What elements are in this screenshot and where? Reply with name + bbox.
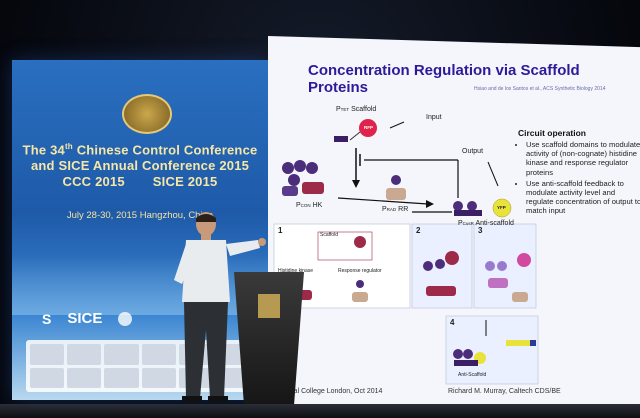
label-response-regulator: Response regulator [338, 268, 382, 274]
yfp-icon [492, 198, 512, 218]
panel-4-number: 4 [450, 318, 455, 327]
conference-logo [122, 94, 172, 134]
banner-title-line1: The 34th Chinese Control Conference [22, 142, 258, 158]
label-rfp: RFP [364, 125, 373, 130]
response-regulator-icon [386, 175, 406, 200]
label-anti-scaffold: PCusR Anti-scaffold [458, 220, 514, 227]
panel-2-number: 2 [416, 226, 421, 235]
speaker-figure [174, 212, 266, 402]
scaffold-diagram [273, 119, 539, 385]
sponsor-logo-icon [104, 367, 139, 388]
sponsor-logo-icon: S [42, 310, 52, 327]
projected-slide: Concentration Regulation via Scaffold Pr… [268, 36, 640, 406]
label-histidine-kinase: Histidine kinase [278, 268, 314, 274]
bullet-item: Use anti-scaffold feedback to modulate a… [526, 179, 640, 216]
sponsor-logo-icon [30, 344, 65, 365]
slide-footer-author: Richard M. Murray, Caltech CDS/BE [448, 388, 561, 395]
anti-scaffold-icon [453, 201, 482, 216]
label-yfp: YFP [497, 205, 506, 210]
label-ptet-scaffold: PTET Scaffold [336, 106, 377, 113]
podium-emblem [258, 294, 280, 318]
panel-1-number: 1 [278, 226, 283, 235]
sponsor-logo-icon [30, 367, 65, 388]
banner-date-location: July 28-30, 2015 Hangzhou, China [66, 210, 214, 221]
banner-title-line3: CCC 2015 SICE 2015 [62, 174, 218, 189]
circuit-operation-bullets: Use scaffold domains to modulate activit… [514, 140, 640, 218]
sponsor-logo-icon [67, 344, 102, 365]
sponsor-logo-icon [141, 344, 176, 365]
sice-logo-text: SICE [67, 310, 103, 327]
label-anti-scaffold-small: Anti-Scaffold [458, 372, 487, 378]
sponsor-logo-icon [67, 367, 102, 388]
sponsor-logo-icon [104, 344, 139, 365]
podium [234, 272, 304, 412]
label-output: Output [462, 148, 484, 155]
panel-4 [445, 315, 539, 385]
circuit-operation-title: Circuit operation [518, 128, 587, 138]
scaffold-protein-icon [334, 136, 348, 142]
histidine-kinase-icon [282, 160, 324, 196]
banner-title-line2: and SICE Annual Conference 2015 [30, 158, 250, 173]
label-hk: PCON HK [296, 202, 323, 209]
sponsor-logo-icon [141, 367, 176, 388]
stage-floor [0, 404, 640, 418]
label-panel-scaffold: Scaffold [320, 232, 338, 238]
rfp-icon [359, 119, 377, 137]
slide-title: Concentration Regulation via Scaffold Pr… [308, 62, 580, 96]
panel-3-number: 3 [478, 226, 483, 235]
sponsor-seal-icon [118, 311, 133, 326]
banner-sponsor-row: S SICE [42, 310, 133, 327]
bullet-item: Use scaffold domains to modulate activit… [526, 140, 640, 177]
label-rr: PRAD RR [382, 206, 409, 213]
label-input: Input [426, 114, 442, 121]
slide-footer-venue: perial College London, Oct 2014 [282, 388, 383, 395]
slide-citation: Hsiao and de los Santos et al., ACS Synt… [474, 86, 606, 92]
